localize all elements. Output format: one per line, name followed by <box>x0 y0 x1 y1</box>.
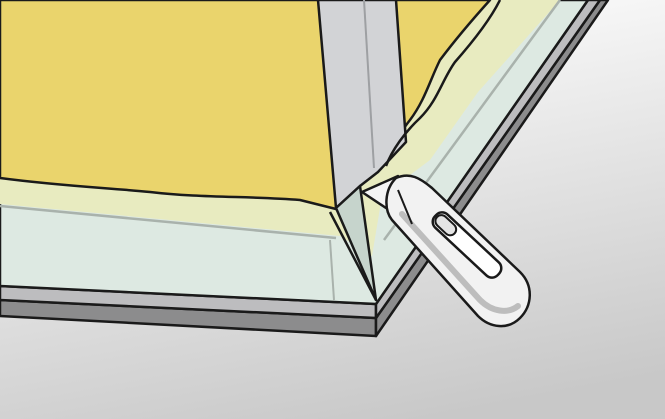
window-film-diagram <box>0 0 665 419</box>
illustration-canvas <box>0 0 665 419</box>
